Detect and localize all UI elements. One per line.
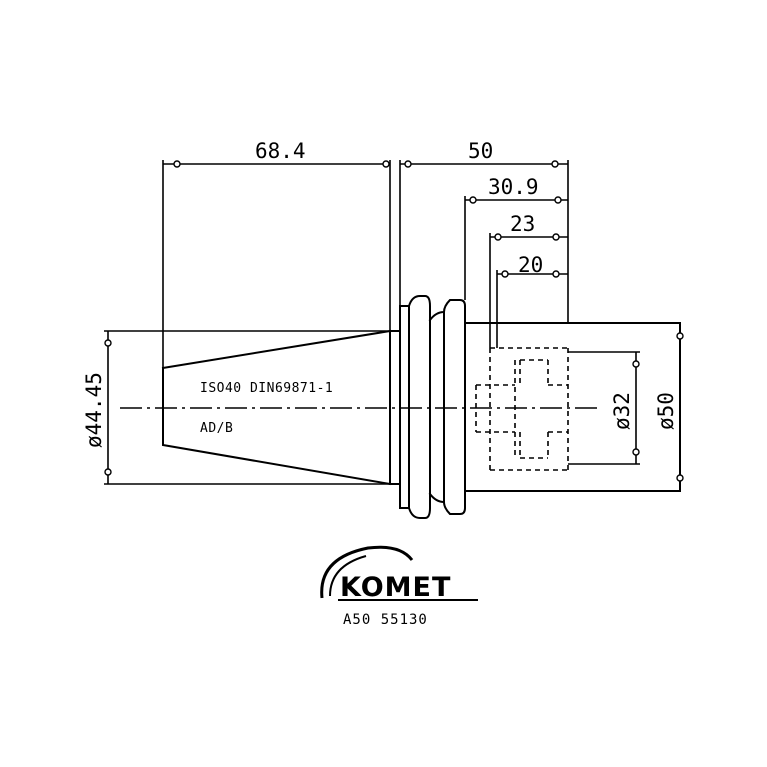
dim-label-30-9: 30.9 (488, 175, 539, 199)
dimension-taper-length: 68.4 (162, 139, 391, 368)
dimension-23: 23 (489, 212, 568, 348)
flange-collar (399, 295, 466, 519)
dim-label-20: 20 (518, 253, 543, 277)
cylindrical-body (464, 322, 681, 492)
dim-label-32: ø32 (610, 392, 634, 430)
dimension-taper-diameter: ø44.45 (82, 330, 390, 485)
internal-bore (475, 347, 569, 471)
dim-label-44-45: ø44.45 (82, 372, 106, 448)
dim-label-50: 50 (468, 139, 493, 163)
dim-label-23: 23 (510, 212, 535, 236)
form-note: AD/B (200, 421, 233, 436)
komet-logo: KOMET (320, 545, 478, 603)
logo-text: KOMET (340, 572, 451, 603)
standard-note: ISO40 DIN69871-1 (200, 381, 333, 396)
dimension-30-9: 30.9 (464, 175, 568, 300)
dim-label-50-diameter: ø50 (654, 392, 678, 430)
article-number: A50 55130 (343, 612, 428, 628)
dimension-20: 20 (496, 253, 568, 348)
dimension-body-diameter: ø50 (654, 323, 684, 491)
dimension-bore-diameter: ø32 (568, 351, 640, 465)
dimension-overall-length: 50 (399, 139, 569, 323)
dim-label-68-4: 68.4 (255, 139, 306, 163)
